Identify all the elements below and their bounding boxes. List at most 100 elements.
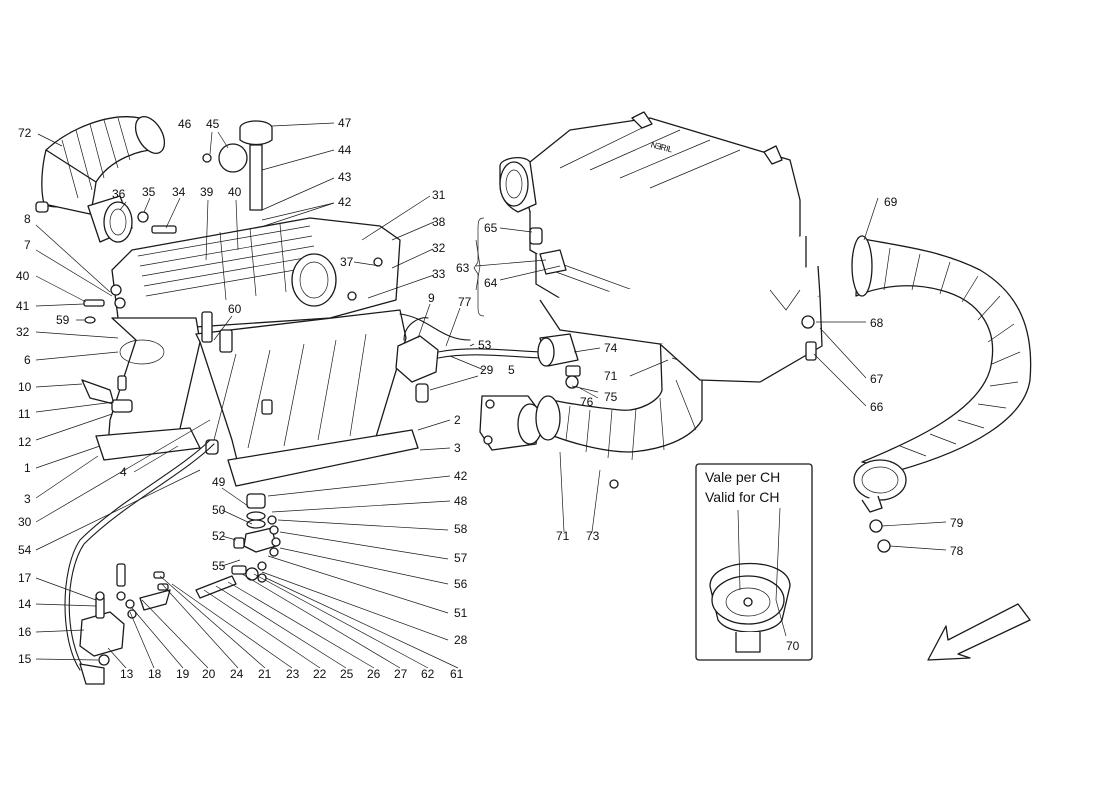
callout-68: 68 xyxy=(870,316,884,330)
callout-43: 43 xyxy=(338,170,352,184)
callout-71-top: 71 xyxy=(604,369,618,383)
callout-36: 36 xyxy=(112,187,126,201)
callout-9: 9 xyxy=(428,291,435,305)
callout-29: 29 xyxy=(480,363,494,377)
callout-32-left: 32 xyxy=(16,325,30,339)
callout-3-right: 3 xyxy=(454,441,461,455)
callout-25: 25 xyxy=(340,667,354,681)
fittings-left xyxy=(81,284,233,413)
callout-35: 35 xyxy=(142,185,156,199)
inlet-snorkel xyxy=(499,156,537,213)
callout-34: 34 xyxy=(172,185,186,199)
callout-69: 69 xyxy=(884,195,898,209)
callout-26: 26 xyxy=(367,667,381,681)
direction-arrow xyxy=(927,603,1031,661)
callout-2: 2 xyxy=(454,413,461,427)
callout-47: 47 xyxy=(338,116,352,130)
callout-41: 41 xyxy=(16,299,30,313)
inset-box-ch: Vale per CH Valid for CH 70 xyxy=(695,463,813,661)
throttle-body-29 xyxy=(479,395,543,451)
callout-24: 24 xyxy=(230,667,244,681)
callout-14: 14 xyxy=(18,597,32,611)
callout-20: 20 xyxy=(202,667,216,681)
callout-61: 61 xyxy=(450,667,464,681)
callout-73: 73 xyxy=(586,529,600,543)
svg-text:ᴺᴲᴿᴵᴸ: ᴺᴲᴿᴵᴸ xyxy=(649,139,673,158)
callout-22: 22 xyxy=(313,667,327,681)
callout-74: 74 xyxy=(604,341,618,355)
callout-42-top: 42 xyxy=(338,195,352,209)
callout-55: 55 xyxy=(212,559,226,573)
callout-78: 78 xyxy=(950,544,964,558)
callout-13: 13 xyxy=(120,667,134,681)
callout-7: 7 xyxy=(24,238,31,252)
callout-30: 30 xyxy=(18,515,32,529)
callout-40-left: 40 xyxy=(16,269,30,283)
callout-44: 44 xyxy=(338,143,352,157)
callout-46: 46 xyxy=(178,117,192,131)
solenoid-valve-9 xyxy=(395,313,541,403)
callout-72: 72 xyxy=(18,126,32,140)
callout-11: 11 xyxy=(18,407,31,421)
intake-plenum xyxy=(111,217,401,331)
callout-8: 8 xyxy=(24,212,31,226)
callout-3-left: 3 xyxy=(24,492,31,506)
hardware-top-left xyxy=(137,120,273,234)
callout-15: 15 xyxy=(18,652,32,666)
callout-66: 66 xyxy=(870,400,884,414)
callout-77: 77 xyxy=(458,295,472,309)
callout-48: 48 xyxy=(454,494,468,508)
callout-31: 31 xyxy=(432,188,446,202)
callout-39: 39 xyxy=(200,185,214,199)
intake-hose-72 xyxy=(35,116,166,243)
callout-33: 33 xyxy=(432,267,446,281)
intake-hose-69 xyxy=(851,235,1032,553)
callout-18: 18 xyxy=(148,667,162,681)
bracket-63 xyxy=(473,217,485,317)
callout-12: 12 xyxy=(18,435,32,449)
callout-71-bottom: 71 xyxy=(556,529,570,543)
callout-58: 58 xyxy=(454,522,468,536)
callout-32-right: 32 xyxy=(432,241,446,255)
callout-62: 62 xyxy=(421,667,435,681)
callout-75: 75 xyxy=(604,390,618,404)
callout-23: 23 xyxy=(286,667,300,681)
callout-63: 63 xyxy=(456,261,470,275)
callout-labels: 72 46 45 47 44 43 36 35 34 39 40 42 31 3… xyxy=(16,116,964,681)
callout-79: 79 xyxy=(950,516,964,530)
callout-67: 67 xyxy=(870,372,884,386)
pressure-valve-group xyxy=(79,563,267,666)
callout-52: 52 xyxy=(212,529,226,543)
callout-38: 38 xyxy=(432,215,446,229)
sensor-74 xyxy=(537,333,581,389)
callout-10: 10 xyxy=(18,380,32,394)
callout-54: 54 xyxy=(18,543,32,557)
callout-70: 70 xyxy=(786,639,800,653)
callout-27: 27 xyxy=(394,667,408,681)
callout-50: 50 xyxy=(212,503,226,517)
inset-line1: Vale per CH xyxy=(705,469,780,485)
intake-runners xyxy=(95,309,419,487)
callout-40-top: 40 xyxy=(228,185,242,199)
callout-5: 5 xyxy=(508,363,515,377)
callout-37: 37 xyxy=(340,255,354,269)
callout-51: 51 xyxy=(454,606,468,620)
callout-17: 17 xyxy=(18,571,32,585)
callout-4: 4 xyxy=(120,465,127,479)
callout-21: 21 xyxy=(258,667,272,681)
callout-59: 59 xyxy=(56,313,70,327)
callout-57: 57 xyxy=(454,551,468,565)
vacuum-hose-54 xyxy=(64,439,215,685)
callout-16: 16 xyxy=(18,625,32,639)
callout-45: 45 xyxy=(206,117,220,131)
filter-fittings xyxy=(529,227,817,361)
callout-64: 64 xyxy=(484,276,498,290)
callout-56: 56 xyxy=(454,577,468,591)
leader-lines xyxy=(35,122,947,669)
callout-65: 65 xyxy=(484,221,498,235)
callout-53: 53 xyxy=(478,338,492,352)
center-fittings xyxy=(233,493,281,571)
callout-1: 1 xyxy=(24,461,31,475)
inset-line2: Valid for CH xyxy=(705,489,779,505)
